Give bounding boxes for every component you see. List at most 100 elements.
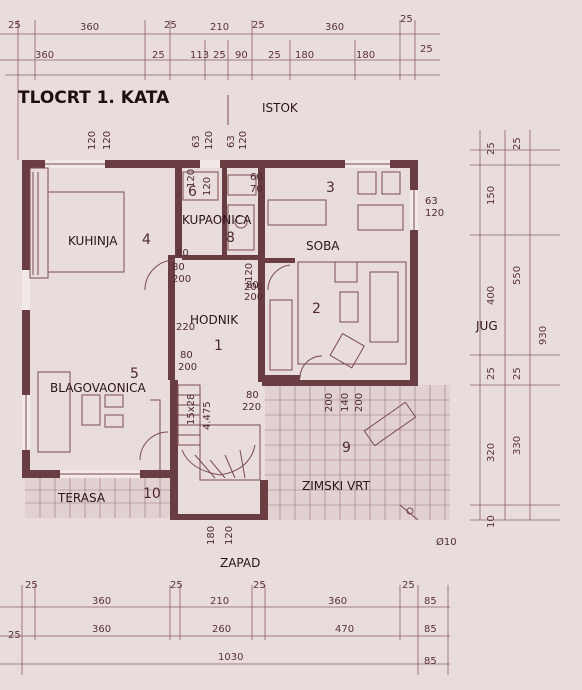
plan-num-26: 220 [176, 322, 195, 333]
plan-num-30: 4.475 [202, 401, 213, 430]
room-number-6: 6 [188, 184, 197, 200]
dim-top1-4: 25 [252, 20, 265, 31]
plan-num-2: 63 [191, 135, 202, 148]
dim-right1-5: 10 [486, 515, 497, 528]
dim-right1-3: 25 [486, 367, 497, 380]
bottom-dimension-row-2: 25 360 260 470 85 [8, 624, 437, 641]
dim-bot1-0: 25 [25, 580, 38, 591]
orientation-east: ISTOK [262, 101, 299, 115]
terasa-tiles [25, 478, 175, 518]
room-label-zimski-vrt: ZIMSKI VRT [302, 479, 371, 493]
dim-right-total: 930 [538, 326, 549, 345]
dim-top1-1: 360 [80, 22, 99, 33]
dim-bot2-0: 25 [8, 630, 21, 641]
plan-num-29: 15x28 [186, 394, 197, 425]
dim-right1-4: 320 [486, 443, 497, 462]
dim-bot1-6: 25 [402, 580, 415, 591]
dim-right2-2: 25 [512, 367, 523, 380]
stairs [150, 384, 261, 481]
plan-num-15: 200 [244, 282, 263, 293]
dim-bot1-5: 360 [328, 596, 347, 607]
right-dimension-col-1: 25 150 400 25 320 10 [486, 142, 497, 528]
plan-num-11: 120 [425, 208, 444, 219]
plan-title: TLOCRT 1. KATA [18, 88, 170, 108]
room-number-5: 5 [130, 366, 139, 382]
room-number-8: 8 [226, 230, 235, 246]
zimski-vrt-tiles [265, 385, 450, 520]
building [22, 160, 450, 521]
plan-num-10: 63 [425, 196, 438, 207]
plan-num-4: 63 [226, 135, 237, 148]
dim-bot2-2: 260 [212, 624, 231, 635]
room-number-9: 9 [342, 440, 351, 456]
dim-right1-0: 25 [486, 142, 497, 155]
dim-right2-3: 330 [512, 436, 523, 455]
dim-bot2-4: 85 [424, 624, 437, 635]
dim-top1-2: 25 [164, 20, 177, 31]
orientation-south: JUG [475, 319, 498, 333]
dim-top2-1: 25 [152, 50, 165, 61]
dim-top2-0: 360 [35, 50, 54, 61]
dim-top2-5: 25 [268, 50, 281, 61]
dim-bottom-extra: 85 [424, 656, 437, 667]
plan-num-17: 200 [178, 362, 197, 373]
plan-dimension-numbers: 120 120 63 120 63 120 120 120 60 70 63 1… [87, 131, 457, 548]
plan-num-6: 120 [186, 169, 197, 188]
room-number-2: 2 [312, 301, 321, 317]
dim-bottom-total: 1030 [218, 652, 243, 663]
dim-top2-6: 180 [295, 50, 314, 61]
dim-bot2-1: 360 [92, 624, 111, 635]
plan-num-14: 120 [244, 263, 255, 282]
plan-num-25: 80 [176, 248, 189, 259]
dim-top2-4: 90 [235, 50, 248, 61]
room-labels: KUHINJA 4 KUPAONICA 8 SOBA 3 HODNIK 1 BL… [50, 180, 371, 505]
room-number-10: 10 [143, 486, 161, 502]
dim-top1-3: 210 [210, 22, 229, 33]
plan-num-1: 120 [102, 131, 113, 150]
right-dimension-col-2: 25 550 25 330 [512, 137, 523, 455]
dim-right1-2: 400 [486, 286, 497, 305]
plan-num-13: 200 [172, 274, 191, 285]
dim-right2-1: 550 [512, 266, 523, 285]
plan-num-18: 80 [246, 280, 259, 291]
plan-num-22: 200 [324, 393, 335, 412]
plan-num-7: 120 [202, 177, 213, 196]
plan-num-27: 180 [206, 526, 217, 545]
dim-top2-3: 25 [213, 50, 226, 61]
plan-num-28: 120 [224, 526, 235, 545]
plan-num-0: 120 [87, 131, 98, 150]
room-number-4: 4 [142, 232, 151, 248]
plan-num-8: 60 [250, 172, 263, 183]
plan-num-24: 200 [354, 393, 365, 412]
room-label-blagovaonica: BLAGOVAONICA [50, 381, 147, 395]
top-dimension-row-1: 25 360 25 210 25 360 25 [8, 14, 413, 33]
room-label-kupaonica: KUPAONICA [182, 213, 252, 227]
dim-right1-1: 150 [486, 186, 497, 205]
room-label-soba: SOBA [306, 239, 340, 253]
top-dimension-lines [0, 20, 440, 160]
dim-bot1-3: 210 [210, 596, 229, 607]
plan-num-16: 80 [180, 350, 193, 361]
plan-num-21: 220 [242, 402, 261, 413]
dim-top1-0: 25 [8, 20, 21, 31]
top-dimension-row-2: 360 25 113 25 90 25 180 180 25 [35, 44, 433, 61]
dim-top1-6: 25 [400, 14, 413, 25]
orientation-west: ZAPAD [220, 556, 260, 570]
dim-top1-5: 360 [325, 22, 344, 33]
dim-top2-8: 25 [420, 44, 433, 55]
room-label-terasa: TERASA [57, 491, 106, 505]
dim-bot1-2: 25 [170, 580, 183, 591]
dim-top2-7: 180 [356, 50, 375, 61]
bottom-dimension-row-1: 25 360 25 210 25 360 25 85 [25, 580, 437, 607]
dim-bot1-7: 85 [424, 596, 437, 607]
plan-num-12: 80 [172, 262, 185, 273]
dim-bot1-1: 360 [92, 596, 111, 607]
room-label-hodnik: HODNIK [190, 313, 239, 327]
plan-num-3: 120 [204, 131, 215, 150]
room-number-3: 3 [326, 180, 335, 196]
plan-num-31: Ø10 [436, 536, 457, 548]
plan-num-23: 140 [340, 393, 351, 412]
plan-num-19: 200 [244, 292, 263, 303]
